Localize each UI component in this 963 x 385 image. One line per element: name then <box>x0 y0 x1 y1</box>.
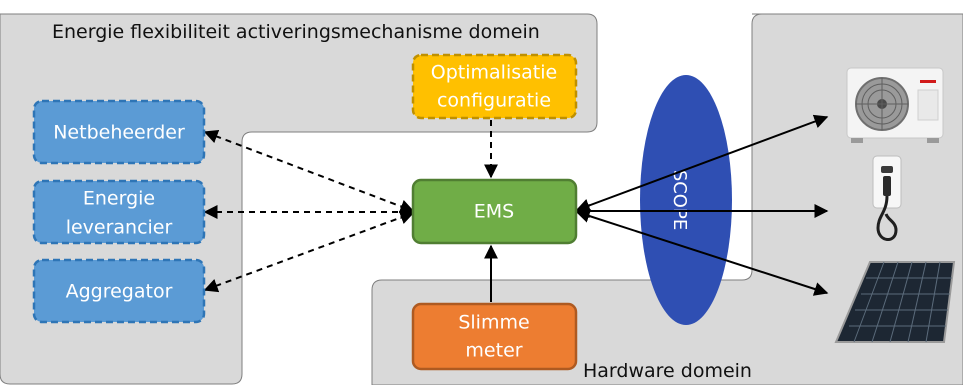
hardware-domain-title: Hardware domein <box>583 360 752 382</box>
ems-box: EMS <box>411 178 578 245</box>
connector-netbeheerder-ems <box>203 129 415 214</box>
aggregator-label: Aggregator <box>66 281 173 303</box>
netbeheerder-box: Netbeheerder <box>32 99 206 165</box>
optimalisatie-label-line2: configuratie <box>437 90 551 112</box>
air-conditioner-icon <box>846 67 944 143</box>
aggregator-box: Aggregator <box>32 258 206 324</box>
ev-charger-icon <box>872 155 902 241</box>
slimme-meter-label-line1: Slimme <box>458 312 529 334</box>
connector-ems-solar <box>575 209 829 296</box>
scope-label: SCOPE <box>669 170 690 230</box>
energie-leverancier-label-line1: Energie <box>83 188 155 210</box>
energy-domain-title: Energie flexibiliteit activeringsmechani… <box>52 21 540 43</box>
optimalisatie-configuratie-box: Optimalisatie configuratie <box>411 53 578 120</box>
energie-leverancier-box: Energie leverancier <box>32 179 206 245</box>
netbeheerder-label: Netbeheerder <box>53 122 185 144</box>
ems-label: EMS <box>474 201 514 223</box>
optimalisatie-label-line1: Optimalisatie <box>431 62 557 84</box>
connector-aggregator-ems <box>203 210 415 293</box>
slimme-meter-box: Slimme meter <box>411 302 578 371</box>
energie-leverancier-label-line2: leverancier <box>66 217 173 239</box>
connector-ems-airco <box>575 114 829 213</box>
slimme-meter-label-line2: meter <box>465 340 522 362</box>
solar-panel-icon <box>834 261 956 343</box>
